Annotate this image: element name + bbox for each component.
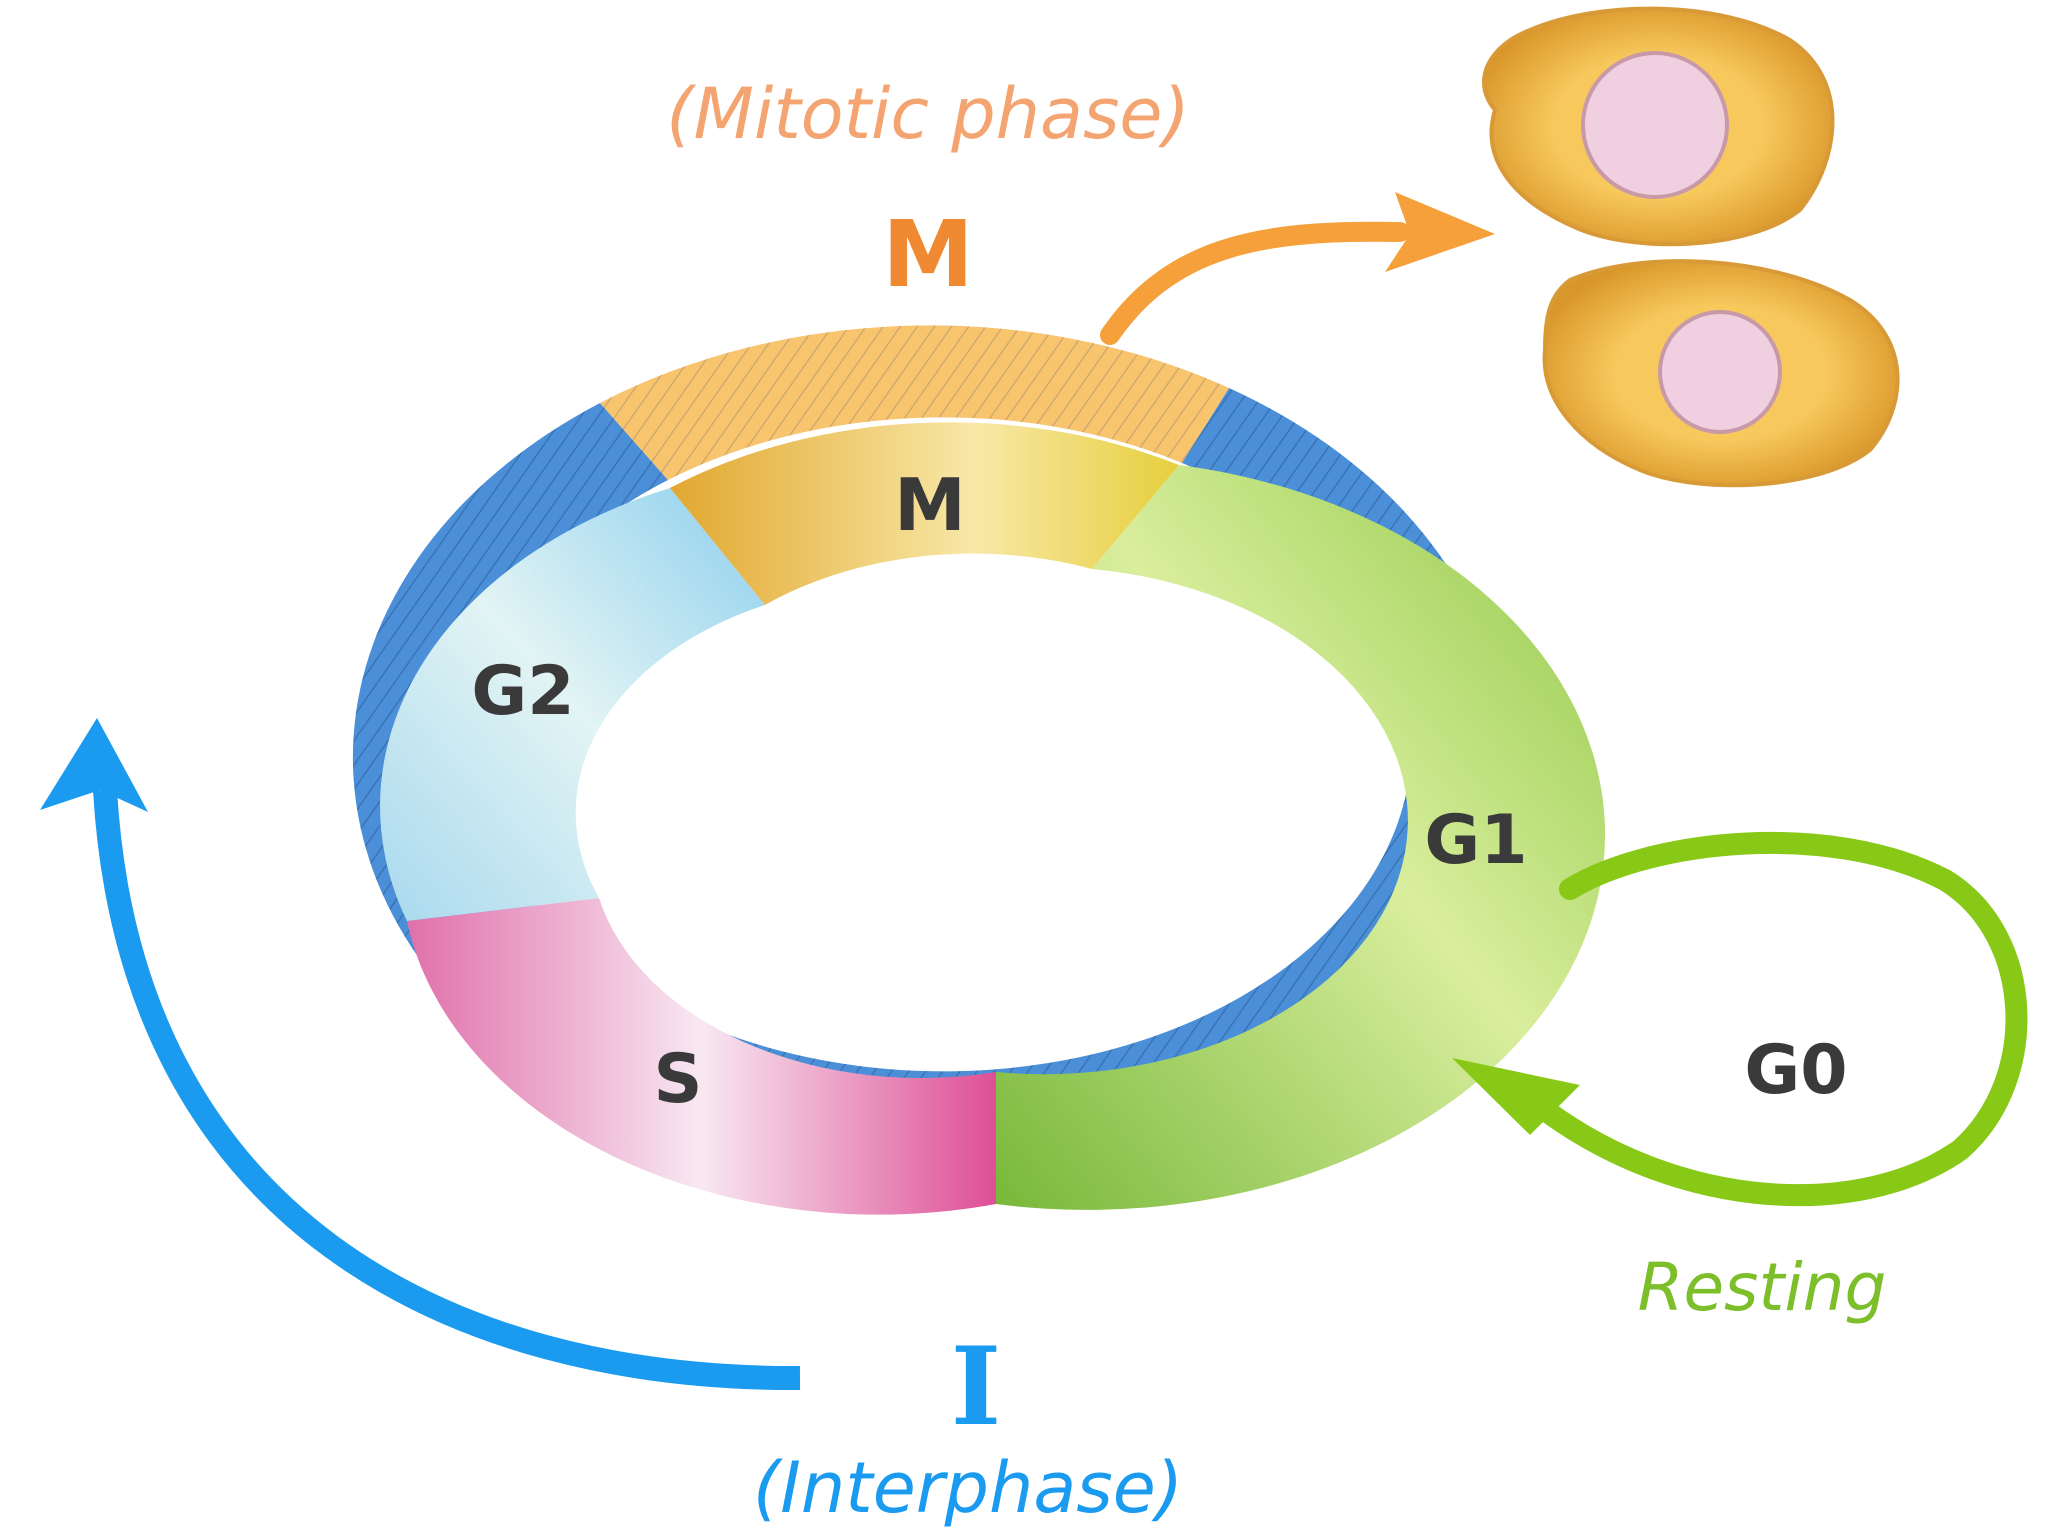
daughter-cell-top [1482, 6, 1835, 247]
outer-band [352, 325, 1507, 1190]
label-interphase-letter: I [951, 1324, 1002, 1450]
phase-g1-segment [996, 465, 1606, 1210]
mitosis-arrow [1100, 192, 1495, 345]
label-mitotic-phase: (Mitotic phase) [666, 73, 1190, 155]
phase-s-segment [407, 898, 996, 1215]
label-s: S [654, 1040, 703, 1119]
label-interphase: (Interphase) [753, 1447, 1183, 1529]
label-g0: G0 [1744, 1031, 1847, 1110]
label-m-outer: M [882, 201, 974, 308]
label-g2: G2 [471, 652, 574, 731]
nucleus-bottom [1658, 310, 1782, 434]
label-resting: Resting [1638, 1249, 1887, 1326]
phase-g2-segment [380, 488, 765, 921]
phase-m-segment [670, 422, 1179, 605]
g0-loop [1452, 831, 2028, 1207]
label-m-inner: M [894, 463, 966, 547]
mitotic-band-hatch [600, 325, 1229, 480]
label-g1: G1 [1424, 801, 1527, 880]
nucleus-top [1581, 51, 1729, 199]
daughter-cell-bottom [1542, 259, 1900, 488]
interphase-arrow [40, 718, 801, 1391]
inner-ring [380, 422, 1606, 1215]
